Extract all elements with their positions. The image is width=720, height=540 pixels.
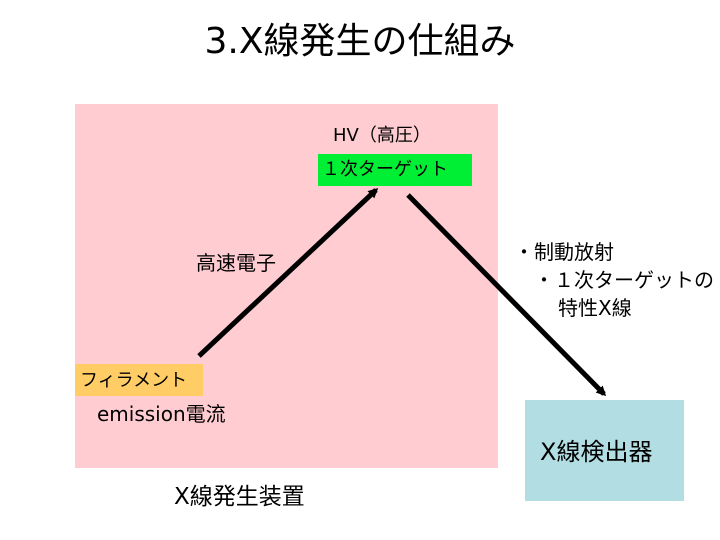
primary-target-box xyxy=(318,154,472,186)
high-voltage-label: HV（高圧） xyxy=(333,125,431,146)
emission-types-list: ・制動放射 ・１次ターゲットの 特性X線 xyxy=(514,238,714,322)
filament-label: フィラメント xyxy=(80,370,188,391)
x-ray-generator-label: X線発生装置 xyxy=(174,484,305,510)
filament-box xyxy=(75,364,203,396)
slide-title: 3.X線発生の仕組み xyxy=(204,21,516,62)
x-ray-detector-box xyxy=(525,400,684,501)
primary-target-label: １次ターゲット xyxy=(322,159,448,180)
emission-current-label: emission電流 xyxy=(97,402,226,426)
emission-type-bremsstrahlung: ・制動放射 xyxy=(514,240,614,264)
x-ray-detector-label: X線検出器 xyxy=(540,438,653,466)
high-speed-electron-label: 高速電子 xyxy=(196,251,276,275)
emission-type-characteristic-cont: 特性X線 xyxy=(558,296,632,320)
emission-type-characteristic: ・１次ターゲットの xyxy=(534,268,714,292)
